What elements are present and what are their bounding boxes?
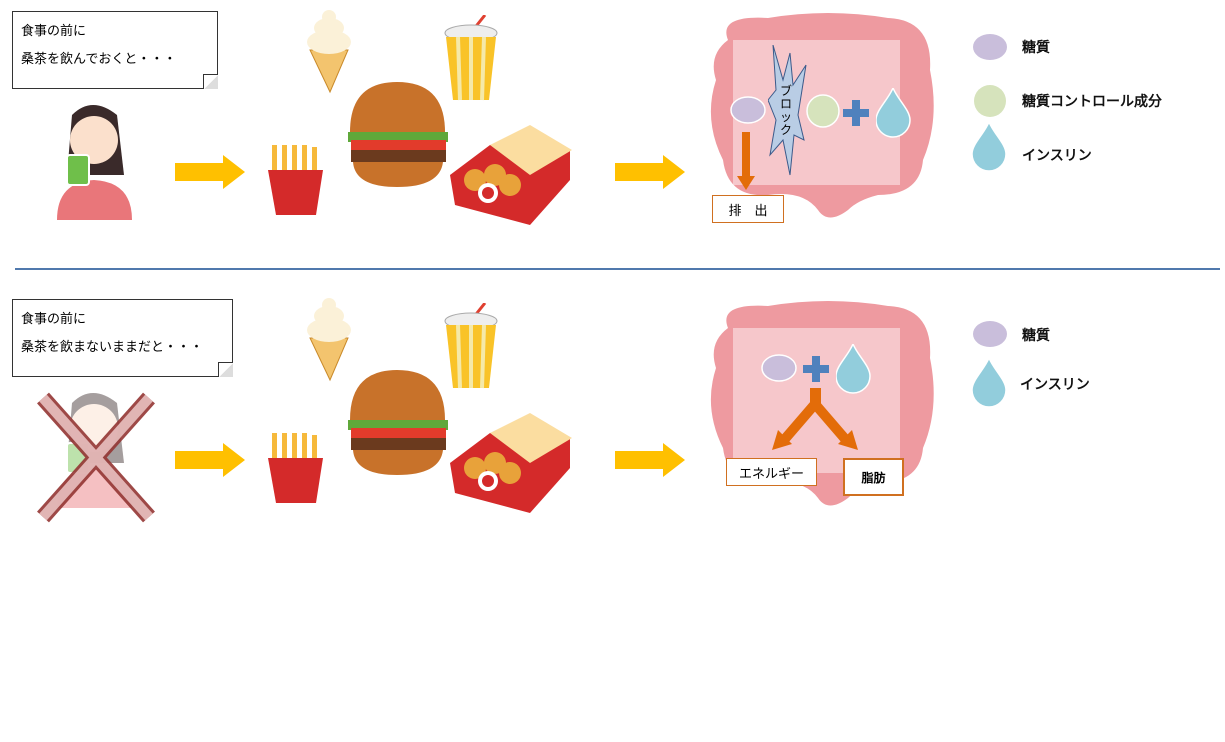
split-arrow-icon (772, 388, 858, 450)
yellow-arrow-icon (615, 443, 685, 477)
yellow-arrow-icon (615, 155, 685, 189)
bubble-line: 食事の前に (21, 24, 87, 39)
yellow-arrow-icon (175, 443, 245, 477)
legend-label: 糖質 (1022, 328, 1050, 344)
hamburger-illustration (348, 82, 448, 187)
fat-label: 脂肪 (843, 458, 904, 496)
sugar-icon (761, 354, 797, 382)
legend-control-icon (974, 85, 1006, 117)
cross-mark-icon (37, 392, 155, 523)
woman-drinking-tea-illustration (56, 104, 133, 221)
block-label: ブロック (779, 84, 792, 137)
control-component-icon (806, 94, 840, 128)
bubble-line: 食事の前に (21, 312, 87, 327)
legend-label: インスリン (1020, 377, 1090, 393)
drink-cup-illustration (443, 15, 499, 102)
plus-icon (843, 100, 869, 126)
block-burst-icon (768, 45, 807, 176)
page-fold-icon (218, 362, 233, 377)
legend-sugar-icon (973, 34, 1007, 60)
section-divider (15, 268, 1220, 270)
hamburger-illustration (348, 370, 448, 475)
legend-label: 糖質 (1022, 40, 1050, 56)
nuggets-illustration (450, 125, 572, 225)
nuggets-illustration (450, 413, 572, 513)
page-fold-icon (203, 74, 218, 89)
legend-label: 糖質コントロール成分 (1022, 94, 1162, 110)
bubble-line: 桑茶を飲まないままだと・・・ (21, 340, 204, 355)
yellow-arrow-icon (175, 155, 245, 189)
excretion-label: 排 出 (712, 195, 784, 223)
down-arrow-icon (737, 132, 755, 190)
legend-insulin-icon (972, 358, 1007, 408)
plus-icon (803, 356, 829, 382)
insulin-drop-icon (876, 88, 911, 138)
speech-bubble-bottom: 食事の前に 桑茶を飲まないままだと・・・ (12, 299, 233, 377)
drink-cup-illustration (443, 303, 499, 390)
sugar-icon (730, 96, 766, 124)
legend-insulin-icon (972, 122, 1007, 172)
bubble-line: 桑茶を飲んでおくと・・・ (21, 52, 177, 67)
legend-sugar-icon (973, 321, 1007, 347)
speech-bubble-top: 食事の前に 桑茶を飲んでおくと・・・ (12, 11, 218, 89)
french-fries-illustration (268, 433, 323, 503)
legend-label: インスリン (1022, 148, 1092, 164)
french-fries-illustration (268, 145, 323, 215)
energy-label: エネルギー (726, 458, 817, 486)
